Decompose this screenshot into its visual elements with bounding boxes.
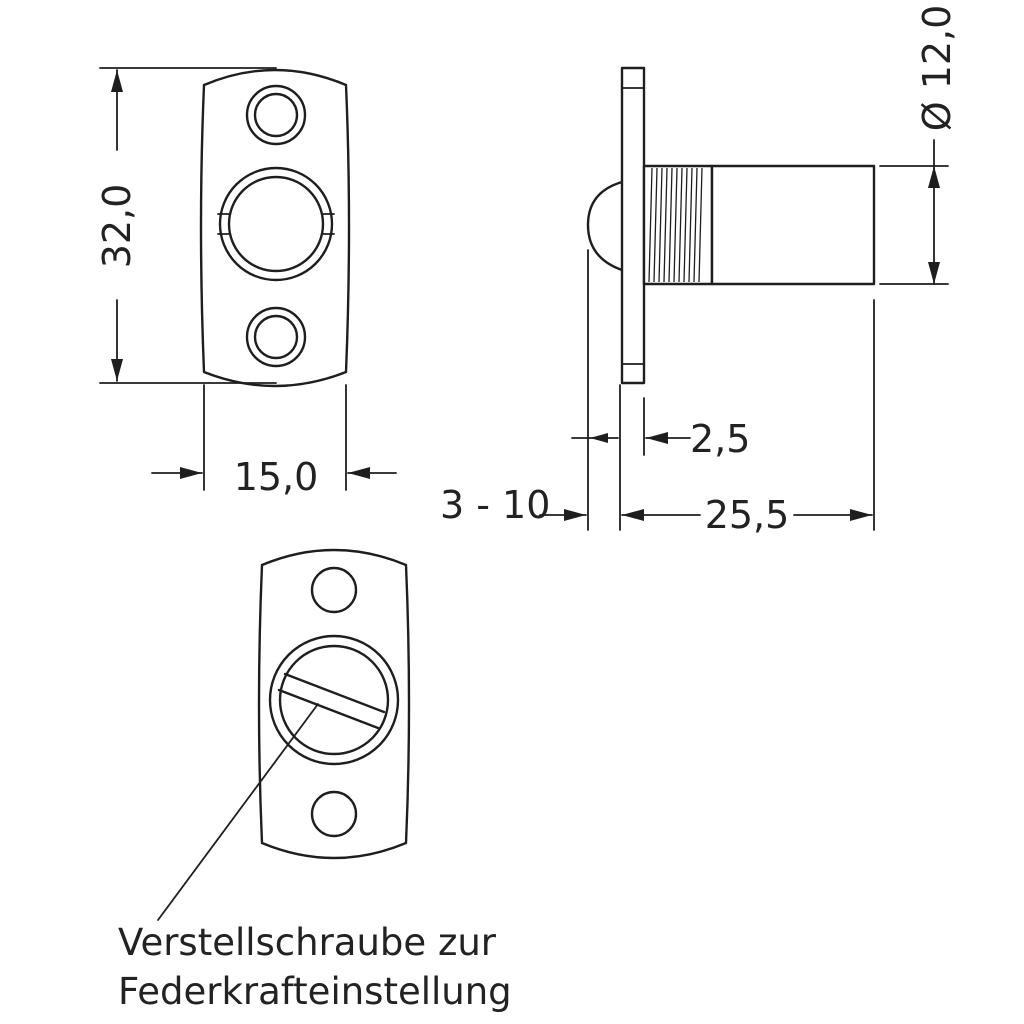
mounting-hole-top-inner xyxy=(253,92,299,138)
screw-slot-upper xyxy=(283,672,386,714)
arrow-right xyxy=(180,467,202,479)
dimension-diameter: Ø 12,0 xyxy=(879,5,959,285)
rear-view-plate xyxy=(257,548,411,860)
arrow-door-bottom xyxy=(564,509,586,521)
dimension-height: 32,0 xyxy=(95,67,277,384)
thread-line xyxy=(683,167,688,283)
annotation-line1: Verstellschraube zur xyxy=(118,921,497,964)
mounting-hole-top xyxy=(245,84,307,146)
thread-line xyxy=(693,167,698,283)
arrow-left xyxy=(348,467,370,479)
thread-line xyxy=(688,167,693,283)
rear-hole-top xyxy=(310,566,358,614)
arrow-length-left xyxy=(622,509,644,521)
center-bore-inner xyxy=(227,175,325,273)
arrow-length-right xyxy=(850,509,872,521)
ball-latch xyxy=(586,180,624,272)
dimension-height-label: 32,0 xyxy=(95,184,139,269)
flange-plate xyxy=(620,66,646,385)
thread-line xyxy=(653,167,658,283)
mounting-hole-bottom xyxy=(245,306,307,368)
thread-line xyxy=(678,167,683,283)
rear-hole-bottom xyxy=(310,790,358,838)
thread-line xyxy=(698,167,703,283)
dimension-diameter-label: Ø 12,0 xyxy=(915,5,959,132)
front-view-strike-plate xyxy=(199,68,351,388)
dimension-door-range: 3 - 10 xyxy=(440,249,621,531)
dimension-width: 15,0 xyxy=(151,384,397,499)
thread-line xyxy=(648,167,653,283)
arrow-door-top-left xyxy=(590,433,608,443)
arrow-dia-bottom xyxy=(928,262,940,284)
center-bore-outer xyxy=(218,166,334,282)
dimension-length: 25,5 xyxy=(621,299,875,537)
dimension-door-range-label: 3 - 10 xyxy=(440,483,550,527)
adjusting-screw-outer xyxy=(268,634,400,766)
leader-line xyxy=(157,703,319,921)
thread-line xyxy=(673,167,678,283)
arrow-down xyxy=(111,359,123,381)
dimension-flange: 2,5 xyxy=(643,397,750,461)
arrow-dia-top xyxy=(928,166,940,188)
mounting-hole-bottom-inner xyxy=(253,314,299,360)
arrow-up xyxy=(111,70,123,92)
rear-plate-outline xyxy=(257,548,411,860)
cylinder-body xyxy=(710,164,876,286)
dimension-flange-label: 2,5 xyxy=(690,417,750,461)
side-view xyxy=(586,66,876,385)
thread-line xyxy=(663,167,668,283)
arrow-flange xyxy=(646,432,668,444)
front-plate-outline xyxy=(199,68,351,388)
screw-slot-lower xyxy=(277,688,380,730)
dimension-length-label: 25,5 xyxy=(705,493,790,537)
thread-line xyxy=(658,167,663,283)
annotation-callout: Verstellschraube zur Federkrafteinstellu… xyxy=(118,703,512,1013)
adjusting-screw-inner xyxy=(278,644,390,756)
thread-line xyxy=(668,167,673,283)
annotation-line2: Federkrafteinstellung xyxy=(118,970,512,1013)
dimension-width-label: 15,0 xyxy=(234,455,319,499)
thread-lines xyxy=(648,167,703,283)
